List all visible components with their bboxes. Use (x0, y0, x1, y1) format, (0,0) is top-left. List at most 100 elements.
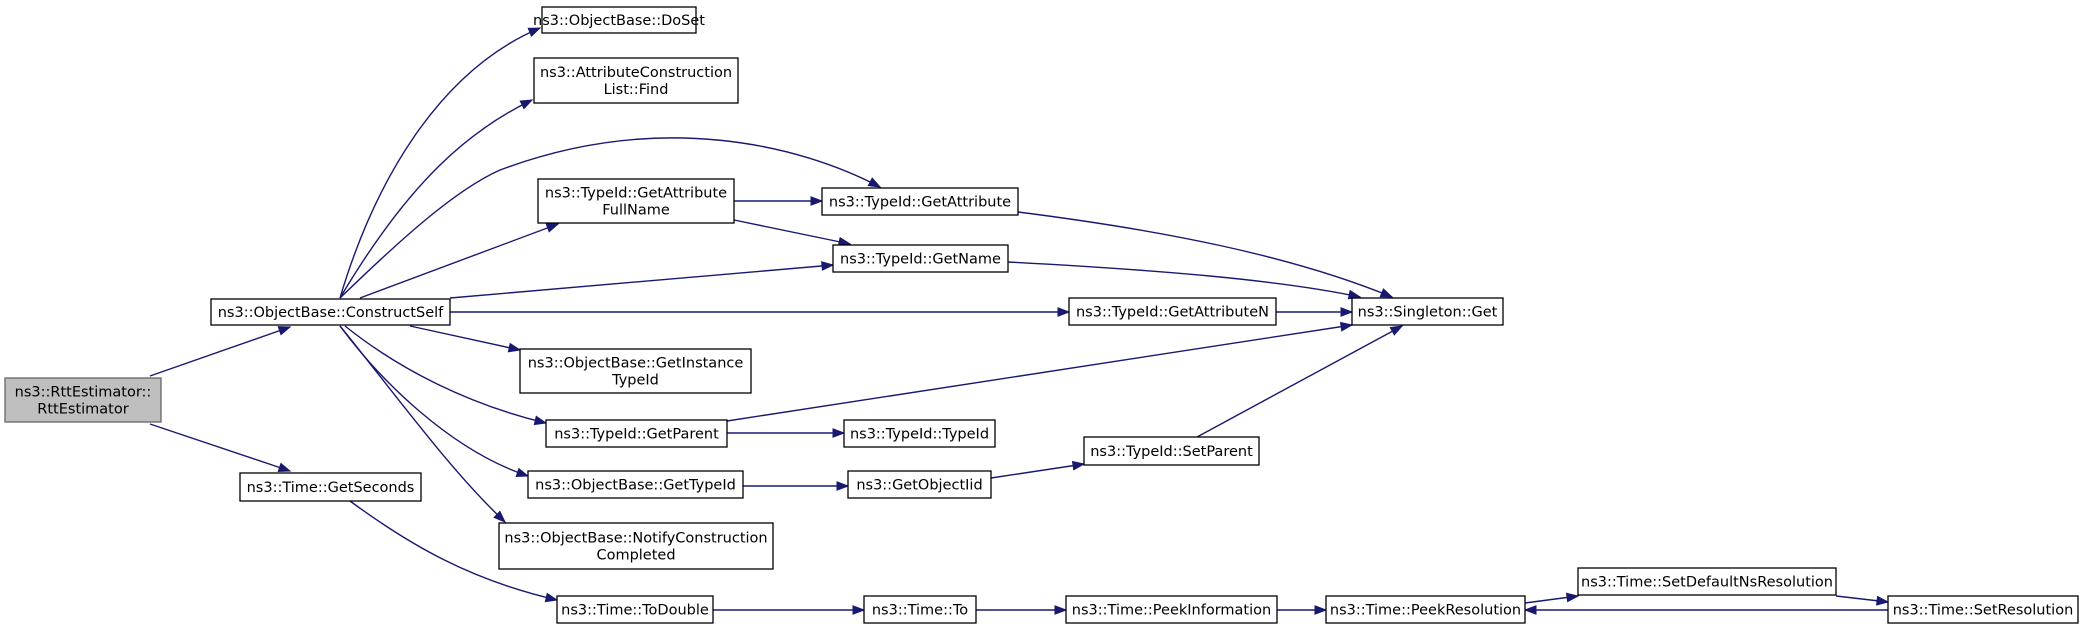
node-setres[interactable]: ns3::Time::SetResolution (1887, 595, 2079, 624)
node-label: ns3::RttEstimator:: (15, 385, 152, 401)
node-doset[interactable]: ns3::ObjectBase::DoSet (533, 6, 705, 34)
edge-root-to-getseconds (149, 423, 292, 473)
node-box (843, 419, 996, 448)
edge-setres-to-peekres (1523, 605, 1888, 615)
edge-getattrn-to-singleton (1276, 307, 1354, 317)
node-setparent[interactable]: ns3::TypeId::SetParent (1083, 436, 1260, 466)
edge-getparent-to-typeid (727, 428, 846, 438)
node-box (519, 348, 752, 394)
node-box (556, 595, 714, 624)
node-box (545, 419, 728, 448)
node-label: ns3::TypeId::GetAttribute (545, 186, 727, 202)
node-label: ns3::ObjectBase::GetTypeId (535, 478, 736, 494)
edge-construct-to-getattrn (450, 307, 1071, 317)
edge-getseconds-to-todouble (349, 500, 559, 603)
node-label: ns3::ObjectBase::GetInstance (528, 356, 744, 372)
node-peekinfo[interactable]: ns3::Time::PeekInformation (1065, 595, 1278, 624)
edge-root-to-construct (149, 326, 292, 377)
node-label: ns3::Time::SetDefaultNsResolution (1581, 575, 1833, 591)
edge-getattrfull-to-getattr (734, 196, 824, 206)
node-label: ns3::TypeId::GetAttributeN (1076, 305, 1269, 321)
node-label: ns3::GetObjectIid (856, 478, 982, 494)
node-label: ns3::Time::To (872, 603, 968, 619)
node-typeid[interactable]: ns3::TypeId::TypeId (843, 419, 996, 448)
node-to[interactable]: ns3::Time::To (863, 595, 977, 624)
node-label: ns3::TypeId::SetParent (1090, 444, 1253, 460)
edge-construct-to-getinstance (409, 325, 522, 353)
node-construct[interactable]: ns3::ObjectBase::ConstructSelf (210, 298, 451, 326)
node-label: ns3::ObjectBase::DoSet (533, 13, 705, 29)
edge-peekinfo-to-peekres (1277, 605, 1328, 615)
node-box (210, 298, 451, 326)
edge-peekres-to-setdefault (1524, 592, 1580, 604)
node-todouble[interactable]: ns3::Time::ToDouble (556, 595, 714, 624)
node-getparent[interactable]: ns3::TypeId::GetParent (545, 419, 728, 448)
node-label: ns3::Time::GetSeconds (247, 480, 415, 496)
node-getseconds[interactable]: ns3::Time::GetSeconds (239, 472, 422, 502)
node-box (537, 178, 735, 224)
node-label: ns3::Time::PeekResolution (1330, 603, 1521, 619)
edge-to-to-peekinfo (976, 605, 1068, 615)
edge-construct-to-find (339, 99, 534, 299)
edges-layer (149, 27, 1890, 615)
node-getattr[interactable]: ns3::TypeId::GetAttribute (821, 187, 1019, 216)
node-box (1577, 567, 1837, 596)
node-getattrn[interactable]: ns3::TypeId::GetAttributeN (1068, 297, 1277, 326)
node-box (498, 522, 774, 570)
node-root[interactable]: ns3::RttEstimator::RttEstimator (4, 377, 162, 423)
edge-setdefault-to-setres (1835, 595, 1890, 606)
edge-construct-to-getname (449, 261, 835, 299)
node-label: ns3::TypeId::GetAttribute (829, 195, 1011, 211)
node-label: TypeId (611, 373, 659, 389)
node-label: ns3::Time::ToDouble (561, 603, 709, 619)
node-box (821, 187, 1019, 216)
node-label: ns3::ObjectBase::NotifyConstruction (504, 531, 767, 547)
node-label: ns3::ObjectBase::ConstructSelf (218, 305, 444, 321)
edge-todouble-to-to (713, 605, 866, 615)
node-label: ns3::Time::PeekInformation (1072, 603, 1271, 619)
edge-construct-to-doset (339, 27, 542, 299)
node-label: ns3::AttributeConstruction (540, 65, 732, 81)
edge-getattr-to-singleton (1017, 211, 1394, 298)
node-gettypeid[interactable]: ns3::ObjectBase::GetTypeId (527, 470, 744, 499)
node-label: FullName (602, 203, 670, 219)
node-box (1083, 436, 1260, 466)
node-box (1068, 297, 1277, 326)
node-box (1065, 595, 1278, 624)
edge-getparent-to-singleton (726, 321, 1354, 422)
node-label: ns3::TypeId::GetParent (554, 427, 719, 443)
node-getname[interactable]: ns3::TypeId::GetName (832, 244, 1009, 273)
node-peekres[interactable]: ns3::Time::PeekResolution (1325, 595, 1526, 624)
edge-getobjectiid-to-setparent (990, 460, 1086, 479)
edge-construct-to-getattr (339, 137, 882, 299)
node-box (4, 377, 162, 423)
node-getobjectiid[interactable]: ns3::GetObjectIid (847, 470, 992, 499)
edge-construct-to-notify (339, 325, 507, 523)
node-box (239, 472, 422, 502)
edge-getname-to-singleton (1007, 261, 1362, 300)
edge-gettypeid-to-getobjectiid (743, 481, 850, 491)
node-label: ns3::TypeId::GetName (840, 252, 1001, 268)
node-box (527, 470, 744, 499)
node-box (832, 244, 1009, 273)
nodes-layer: ns3::RttEstimator::RttEstimatorns3::Obje… (4, 6, 2079, 624)
node-setdefault[interactable]: ns3::Time::SetDefaultNsResolution (1577, 567, 1837, 596)
node-label: ns3::Singleton::Get (1358, 305, 1498, 321)
edge-construct-to-getparent (344, 325, 548, 426)
node-box (863, 595, 977, 624)
node-label: List::Find (604, 82, 669, 98)
node-box (533, 57, 739, 104)
edge-construct-to-gettypeid (339, 325, 530, 478)
edge-getattrfull-to-getname (733, 219, 852, 247)
node-box (1887, 595, 2079, 624)
edge-setparent-to-singleton (1196, 325, 1404, 438)
node-label: ns3::Time::SetResolution (1893, 603, 2074, 619)
node-notify[interactable]: ns3::ObjectBase::NotifyConstructionCompl… (498, 522, 774, 570)
node-box (1325, 595, 1526, 624)
node-singleton[interactable]: ns3::Singleton::Get (1351, 297, 1504, 326)
node-box (541, 6, 697, 34)
